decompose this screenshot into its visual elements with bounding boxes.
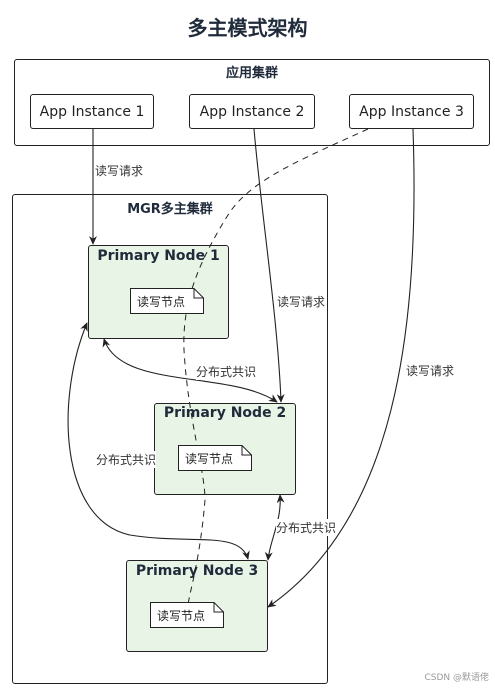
app-instance-2[interactable]: App Instance 2 xyxy=(189,94,315,129)
mgr-cluster-label: MGR多主集群 xyxy=(127,202,213,217)
node-1-note: 读写节点 xyxy=(130,288,204,314)
edge-node1-node3 xyxy=(67,322,250,560)
node-3-note: 读写节点 xyxy=(150,602,224,628)
watermark: CSDN @默语佬 xyxy=(424,673,489,683)
app-cluster-label: 应用集群 xyxy=(225,66,278,81)
edge-label-app1: 读写请求 xyxy=(95,162,144,179)
edge-label-node1-node3: 分布式共识 xyxy=(96,451,157,468)
edge-label-app2: 读写请求 xyxy=(277,293,326,310)
node-3-note-text: 读写节点 xyxy=(157,608,206,623)
diagram-title: 多主模式架构 xyxy=(187,16,308,40)
app-instance-1[interactable]: App Instance 1 xyxy=(30,94,154,129)
edge-label-node1-node2: 分布式共识 xyxy=(196,363,257,380)
primary-node-1-label: Primary Node 1 xyxy=(97,248,220,264)
node-1-note-text: 读写节点 xyxy=(137,294,186,309)
edge-label-app3: 读写请求 xyxy=(406,362,455,379)
note-shape xyxy=(178,445,252,471)
note-shape xyxy=(150,602,224,628)
edge-node2-node3 xyxy=(264,494,285,561)
primary-node-3-label: Primary Node 3 xyxy=(135,563,259,579)
note-shape xyxy=(130,288,204,314)
node-2-note: 读写节点 xyxy=(178,445,252,471)
edge-app3-node3 xyxy=(267,128,415,608)
edge-label-node2-node3: 分布式共识 xyxy=(276,519,337,536)
edge-app2-node2 xyxy=(253,128,285,403)
node-2-note-text: 读写节点 xyxy=(185,451,234,466)
app-instance-3[interactable]: App Instance 3 xyxy=(349,94,474,129)
